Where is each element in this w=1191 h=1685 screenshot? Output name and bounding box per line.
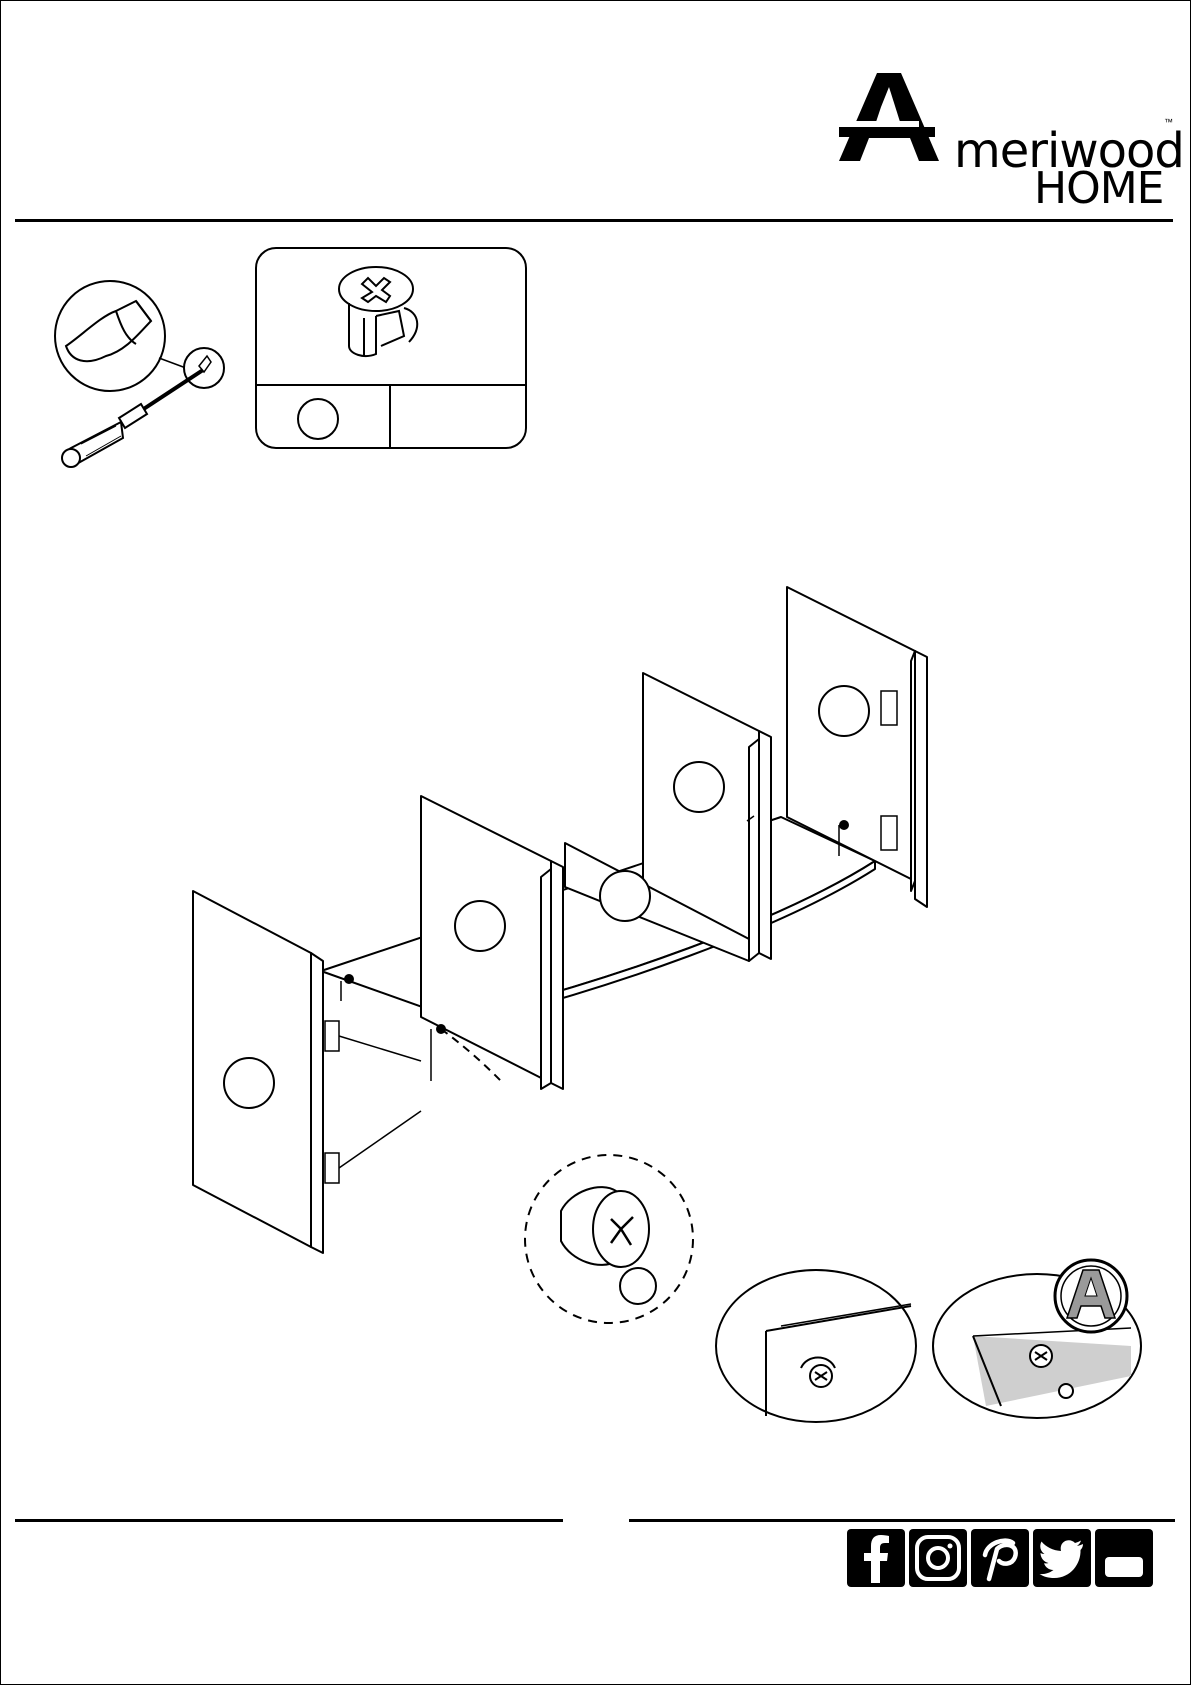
ameriwood-seal-icon: [1055, 1260, 1127, 1332]
logo-subtitle: HOME: [1034, 163, 1163, 214]
facebook-icon[interactable]: [847, 1529, 905, 1587]
hardware-parts-box: [254, 246, 528, 451]
twitter-icon[interactable]: [1033, 1529, 1091, 1587]
ameriwood-home-logo: meriwood ™ HOME: [839, 71, 1179, 201]
logo-a-mark: [839, 71, 959, 163]
cam-tighten-details: [711, 1256, 1181, 1431]
header-divider: [15, 219, 1173, 222]
youtube-icon[interactable]: [1095, 1529, 1153, 1587]
logo-trademark: ™: [1164, 117, 1173, 127]
back-panel-hole: [600, 871, 650, 921]
pinterest-icon[interactable]: [971, 1529, 1029, 1587]
cam-lock-detail-callout: [521, 1151, 701, 1331]
instagram-icon[interactable]: [909, 1529, 967, 1587]
bottom-panel: [321, 817, 875, 1019]
screwdriver-icon: [41, 276, 241, 476]
footer-divider-right: [629, 1519, 1175, 1522]
footer-divider-left: [15, 1519, 563, 1522]
